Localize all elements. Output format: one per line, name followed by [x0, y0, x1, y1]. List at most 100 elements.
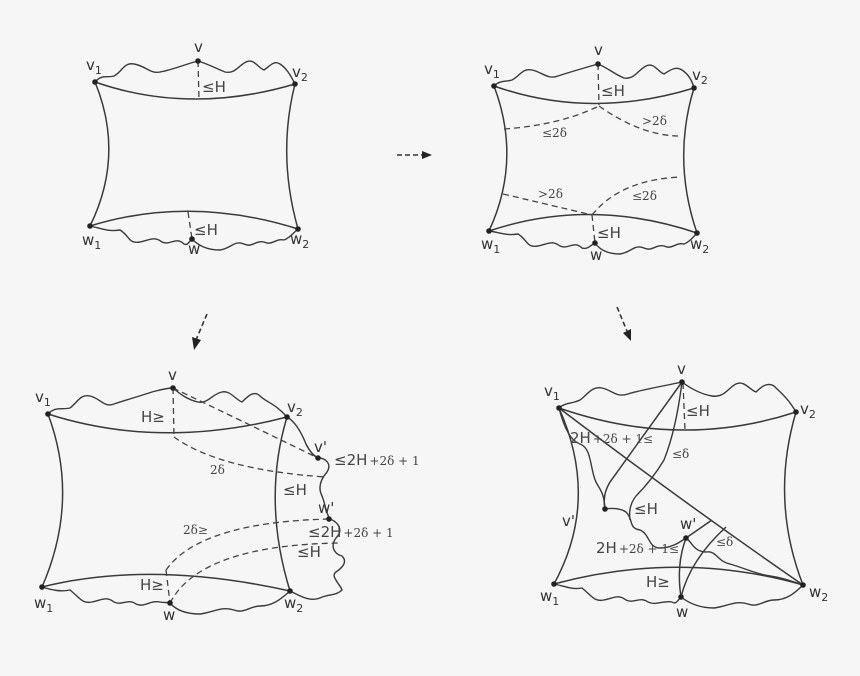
vertex-w	[189, 236, 195, 242]
annotation-2H-upper: 2H+2δ + 1≤	[570, 429, 653, 447]
vertex-w2	[694, 230, 700, 236]
label-v: v	[594, 41, 603, 59]
label-w2: w2	[690, 235, 709, 256]
vertex-w1	[486, 228, 492, 234]
side-v2-w2	[285, 83, 299, 230]
vertex-w2	[800, 582, 806, 588]
vertex-w1	[87, 223, 93, 229]
label-v2: v2	[692, 66, 708, 87]
dashed-v-to-geodesic	[197, 60, 200, 101]
geodesic-w1-w2	[89, 210, 299, 230]
annotation-H-ge-top: H≥	[141, 408, 165, 426]
panel-top-right: v v1 v2 w1 w2 w ≤H ≤2δ >2δ >2δ ≤2δ ≤H	[481, 41, 709, 264]
wavy-path-inner	[558, 407, 804, 586]
label-v2: v2	[800, 400, 816, 421]
vertex-v2	[292, 81, 298, 87]
geodesic-w1-w2	[41, 573, 291, 592]
label-w1: w1	[82, 231, 101, 252]
label-w2: w2	[290, 230, 309, 251]
path-v-to-inner	[628, 381, 683, 521]
annotation-le-H-upper: ≤H	[283, 481, 307, 499]
side-v1-w1	[488, 85, 508, 232]
arrowhead-right-icon	[422, 151, 432, 159]
label-v2: v2	[287, 398, 303, 419]
dashed-v-to-geodesic	[597, 63, 600, 106]
geodesic-v1-v2	[47, 413, 288, 434]
annotation-le-H-bottom: ≤H	[597, 224, 621, 242]
path-w-to-diagonal	[680, 526, 727, 598]
vertex-v1	[491, 83, 497, 89]
vertex-v	[595, 61, 601, 67]
dashed-v-perpendicular	[172, 387, 175, 438]
vertex-w2	[287, 588, 293, 594]
vertex-v2	[793, 409, 799, 415]
dashed-right-lower	[591, 176, 681, 216]
annotation-le-delta-lower: ≤δ	[716, 535, 733, 549]
vertex-w1	[551, 581, 557, 587]
annotation-2delta-ge: 2δ≥	[183, 523, 208, 537]
label-w2: w2	[284, 594, 303, 615]
label-vprime: v'	[562, 512, 575, 530]
dashed-w-to-side	[169, 542, 341, 604]
panel-bottom-right: v v1 v2 v' w' w1 w2 w ≤H 2H+2δ + 1≤ ≤δ ≤…	[540, 360, 828, 621]
annotation-le-2H-lower: ≤2H+2δ + 1	[308, 523, 394, 541]
vertex-v	[170, 385, 176, 391]
arrowhead-down-left-icon	[192, 337, 201, 350]
annotation-le-H-lower: ≤H	[297, 543, 321, 561]
annotation-le-H-middle: ≤H	[634, 500, 658, 518]
geodesic-v1-v2	[94, 81, 296, 100]
wavy-path-top	[493, 63, 695, 89]
vertex-wprime	[683, 535, 689, 541]
annotation-le-delta-upper: ≤δ	[672, 447, 689, 461]
vertex-vprime	[602, 506, 608, 512]
label-v: v	[168, 366, 177, 384]
vertex-w	[167, 600, 173, 606]
annotation-le-2H-upper: ≤2H+2δ + 1	[334, 451, 420, 469]
label-v1: v1	[544, 382, 560, 403]
dashed-left-upper	[503, 105, 600, 130]
vertex-vprime	[315, 455, 321, 461]
annotation-le-2delta-lower: ≤2δ	[632, 189, 657, 203]
side-v1-w1	[89, 81, 110, 227]
dashed-w-perpendicular	[165, 569, 171, 604]
label-w: w	[590, 246, 602, 264]
side-v2-w2	[274, 416, 291, 592]
annotation-H-ge-bottom: H≥	[140, 576, 164, 594]
annotation-le-2delta-upper: ≤2δ	[542, 126, 567, 140]
arrow-down-left	[192, 313, 208, 350]
wavy-path-top	[47, 387, 288, 418]
arrowhead-down-right-icon	[623, 329, 631, 341]
vertex-v	[679, 379, 685, 385]
panel-bottom-left: v v1 v2 v' w' w1 w2 w H≥ 2δ ≤2H+2δ + 1 ≤…	[34, 366, 420, 624]
path-v-to-vprime	[603, 381, 683, 510]
dashed-w-to-geodesic	[591, 214, 596, 244]
label-w1: w1	[540, 587, 559, 608]
path-wprime-to-diagonal	[685, 519, 713, 539]
vertex-v1	[45, 411, 51, 417]
annotation-le-H-top: ≤H	[601, 82, 625, 100]
label-w1: w1	[34, 594, 53, 615]
annotation-H-ge-bottom: H≥	[646, 573, 670, 591]
diagonal-v1-w2	[558, 407, 804, 586]
side-v1-w1	[553, 407, 579, 585]
dashed-w-to-geodesic	[187, 211, 193, 240]
dashed-2delta-upper	[173, 436, 327, 478]
label-w: w	[188, 240, 200, 258]
wavy-path-top	[94, 60, 296, 85]
panel-top-left: v v1 v2 w1 w2 w ≤H ≤H	[82, 38, 309, 258]
label-v: v	[677, 360, 686, 378]
label-v1: v1	[35, 388, 51, 409]
vertex-wprime	[326, 516, 332, 522]
annotation-le-H-top: ≤H	[686, 402, 710, 420]
label-w: w	[163, 606, 175, 624]
label-w1: w1	[481, 235, 500, 256]
wavy-path-bottom	[41, 586, 291, 615]
vertex-v	[195, 58, 201, 64]
label-v2: v2	[292, 63, 308, 84]
label-v1: v1	[484, 60, 500, 81]
vertex-v1	[556, 405, 562, 411]
label-v1: v1	[86, 56, 102, 77]
vertex-w2	[295, 226, 301, 232]
vertex-w	[678, 594, 684, 600]
geodesic-w1-w2	[553, 566, 804, 586]
